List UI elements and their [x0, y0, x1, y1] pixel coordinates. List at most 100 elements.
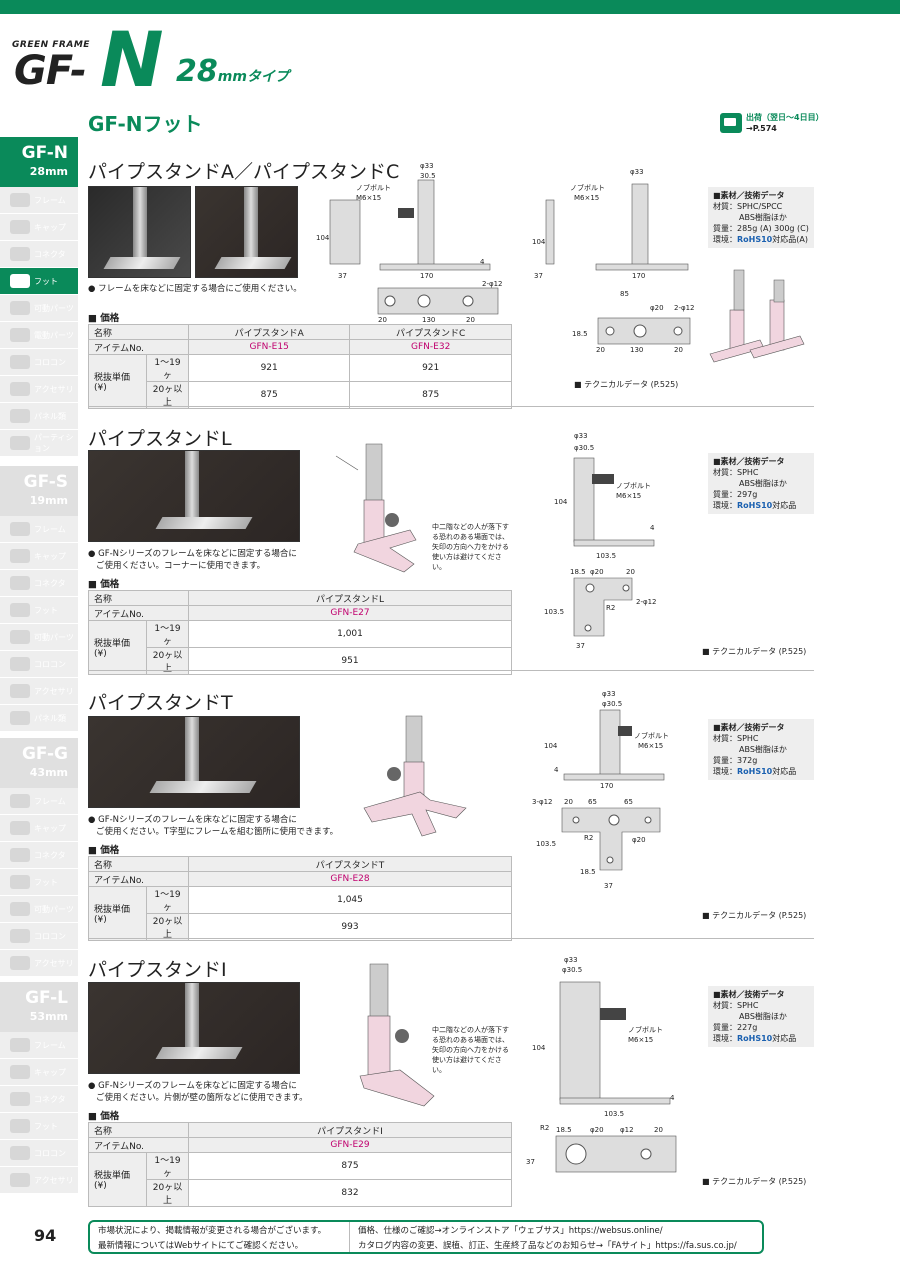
- sidebar-item-cap[interactable]: キャップ: [0, 815, 78, 842]
- price-label: ■ 価格: [88, 313, 120, 324]
- sidebar-item-electric[interactable]: 電動パーツ: [0, 322, 78, 349]
- sidebar-item-accessory[interactable]: アクセサリ: [0, 376, 78, 403]
- sidebar-item-frame[interactable]: フレーム: [0, 788, 78, 815]
- svg-text:20: 20: [626, 568, 635, 576]
- svg-text:37: 37: [338, 272, 347, 280]
- sidebar-item-cap[interactable]: キャップ: [0, 1059, 78, 1086]
- sidebar-item-movable[interactable]: 可動パーツ: [0, 295, 78, 322]
- svg-text:2-φ12: 2-φ12: [482, 280, 503, 288]
- technical-data-link[interactable]: ■ テクニカルデータ (P.525): [574, 380, 679, 389]
- sidebar-item-accessory[interactable]: アクセサリ: [0, 950, 78, 977]
- svg-text:170: 170: [600, 782, 613, 790]
- svg-text:20: 20: [378, 316, 387, 324]
- sidebar-item-accessory[interactable]: アクセサリ: [0, 678, 78, 705]
- svg-text:104: 104: [532, 238, 546, 246]
- sidebar-item-movable[interactable]: 可動パーツ: [0, 624, 78, 651]
- cap-icon: [10, 1065, 30, 1079]
- svg-text:130: 130: [630, 346, 643, 354]
- stand-i-illustration: [359, 963, 435, 1107]
- sidebar-item-foot[interactable]: フット: [0, 869, 78, 896]
- section-title: パイプスタンドL: [88, 428, 232, 450]
- svg-text:M6×15: M6×15: [356, 194, 381, 202]
- svg-text:M6×15: M6×15: [616, 492, 641, 500]
- sidebar-item-connector[interactable]: コネクタ: [0, 842, 78, 869]
- drawing-stand-i: φ33 φ30.5 ノブボルト M6×15 104 4 103.5 R2 18.…: [526, 956, 677, 1173]
- sidebar-item-panel[interactable]: パネル類: [0, 403, 78, 430]
- sidebar-item-movable[interactable]: 可動パーツ: [0, 896, 78, 923]
- sidebar-item-frame[interactable]: フレーム: [0, 187, 78, 214]
- sidebar-item-connector[interactable]: コネクタ: [0, 1086, 78, 1113]
- sidebar-item-foot[interactable]: フット: [0, 597, 78, 624]
- caster-icon: [10, 657, 30, 671]
- svg-text:18.5: 18.5: [556, 1126, 572, 1134]
- svg-text:R2: R2: [540, 1124, 549, 1132]
- accessory-icon: [10, 684, 30, 698]
- svg-text:103.5: 103.5: [544, 608, 564, 616]
- page-number: 94: [34, 1226, 57, 1245]
- sidebar-item-panel[interactable]: パネル類: [0, 705, 78, 732]
- svg-text:130: 130: [422, 316, 435, 324]
- svg-text:18.5: 18.5: [570, 568, 586, 576]
- usage-note: ● GF-Nシリーズのフレームを床などに固定する場合にご使用ください。T字型にフ…: [88, 815, 339, 837]
- sidebar-item-partition[interactable]: パーティション: [0, 430, 78, 457]
- sidebar-item-foot[interactable]: フット: [0, 1113, 78, 1140]
- foot-icon: [10, 875, 30, 889]
- frame-icon: [10, 1038, 30, 1052]
- sidebar-item-connector[interactable]: コネクタ: [0, 570, 78, 597]
- svg-text:φ33: φ33: [630, 168, 644, 176]
- sidebar-item-accessory[interactable]: アクセサリ: [0, 1167, 78, 1194]
- svg-text:φ20: φ20: [650, 304, 664, 312]
- panel-icon: [10, 409, 30, 423]
- sidebar-item-foot[interactable]: フット: [0, 268, 78, 295]
- svg-text:4: 4: [554, 766, 559, 774]
- product-photo-a: [88, 186, 191, 278]
- fa-site-link[interactable]: カタログ内容の変更、誤植、訂正、生産終了品などのお知らせ→「FAサイト」http…: [358, 1241, 737, 1251]
- svg-text:2-φ12: 2-φ12: [674, 304, 695, 312]
- svg-text:20: 20: [466, 316, 475, 324]
- sidebar-item-caster[interactable]: コロコン: [0, 1140, 78, 1167]
- technical-data-link[interactable]: ■ テクニカルデータ (P.525): [702, 911, 807, 920]
- sidebar-item-frame[interactable]: フレーム: [0, 1032, 78, 1059]
- sidebar-item-caster[interactable]: コロコン: [0, 349, 78, 376]
- svg-text:ノブボルト: ノブボルト: [356, 183, 391, 192]
- svg-text:ノブボルト: ノブボルト: [628, 1025, 663, 1034]
- movable-icon: [10, 301, 30, 315]
- brand-type: 28mmタイプ: [176, 54, 289, 89]
- sidebar-item-caster[interactable]: コロコン: [0, 923, 78, 950]
- sidebar-item-caster[interactable]: コロコン: [0, 651, 78, 678]
- svg-text:φ12: φ12: [620, 1126, 634, 1134]
- divider: [88, 938, 814, 939]
- technical-data-link[interactable]: ■ テクニカルデータ (P.525): [702, 1177, 807, 1186]
- usage-note: ● GF-Nシリーズのフレームを床などに固定する場合にご使用ください。コーナーに…: [88, 549, 297, 571]
- sidebar-item-frame[interactable]: フレーム: [0, 516, 78, 543]
- sidebar-item-cap[interactable]: キャップ: [0, 543, 78, 570]
- caster-icon: [10, 355, 30, 369]
- svg-text:φ20: φ20: [590, 1126, 604, 1134]
- sidebar-item-connector[interactable]: コネクタ: [0, 241, 78, 268]
- sidebar-item-cap[interactable]: キャップ: [0, 214, 78, 241]
- stand-l-illustration: [335, 443, 417, 573]
- usage-note: ● GF-Nシリーズのフレームを床などに固定する場合にご使用ください。片側が壁の…: [88, 1081, 308, 1103]
- section-title: パイプスタンドA／パイプスタンドC: [88, 161, 400, 183]
- technical-data-link[interactable]: ■ テクニカルデータ (P.525): [702, 647, 807, 656]
- websus-link[interactable]: 価格、仕様のご確認→オンラインストア「ウェブサス」https://websus.…: [358, 1226, 663, 1236]
- svg-text:φ20: φ20: [590, 568, 604, 576]
- svg-text:104: 104: [544, 742, 558, 750]
- section-title: パイプスタンドT: [88, 692, 233, 714]
- shipping-info[interactable]: 出荷（翌日〜4日目）→P.574: [720, 112, 824, 134]
- divider: [88, 670, 814, 671]
- svg-text:20: 20: [564, 798, 573, 806]
- svg-text:φ33: φ33: [574, 432, 588, 440]
- caster-icon: [10, 1146, 30, 1160]
- svg-text:2-φ12: 2-φ12: [636, 598, 657, 606]
- svg-text:M6×15: M6×15: [638, 742, 663, 750]
- svg-text:18.5: 18.5: [572, 330, 588, 338]
